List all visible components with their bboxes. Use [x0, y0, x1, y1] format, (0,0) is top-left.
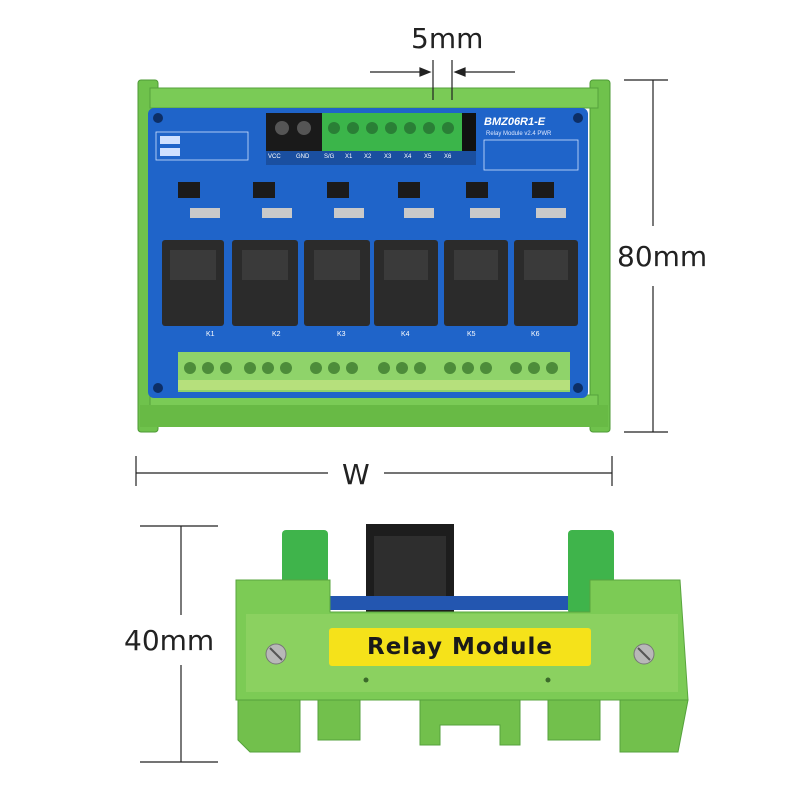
optocoupler-row [178, 182, 554, 198]
pitch-label: 5mm [411, 22, 484, 55]
input-terminal-block [266, 113, 476, 165]
pin-label: VCC [268, 154, 281, 160]
pin-label: X6 [444, 154, 452, 160]
output-terminal-block [178, 352, 570, 392]
pitch-dimension [370, 60, 515, 100]
width-dimension [135, 456, 613, 486]
relay-label: K1 [206, 331, 215, 338]
din-rail-housing-top [137, 79, 611, 433]
width-label: W [342, 458, 370, 491]
pin-label: X3 [384, 154, 392, 160]
height-dimension [624, 79, 668, 433]
relay-module-label: Relay Module [329, 628, 591, 666]
pin-label: GND [296, 154, 310, 160]
side-view-housing [235, 524, 689, 753]
board-model: BMZ06R1-E [484, 116, 546, 128]
height-label: 80mm [617, 240, 708, 273]
relay-label: K4 [401, 331, 410, 338]
relay-label: K6 [531, 331, 540, 338]
pin-label: X2 [364, 154, 372, 160]
board-subtitle: Relay Module v2.4 PWR [486, 131, 552, 137]
depth-dimension [140, 525, 218, 763]
pin-label: X5 [424, 154, 432, 160]
pin-label: S/G [324, 154, 335, 160]
depth-label: 40mm [124, 624, 215, 657]
indicator-silkscreen [483, 139, 579, 171]
smd-components-row [190, 208, 566, 218]
relay-row [162, 240, 578, 326]
pin-label: X4 [404, 154, 412, 160]
relay-label: K5 [467, 331, 476, 338]
relay-label: K2 [272, 331, 281, 338]
relay-label: K3 [337, 331, 346, 338]
pin-label: X1 [345, 154, 353, 160]
